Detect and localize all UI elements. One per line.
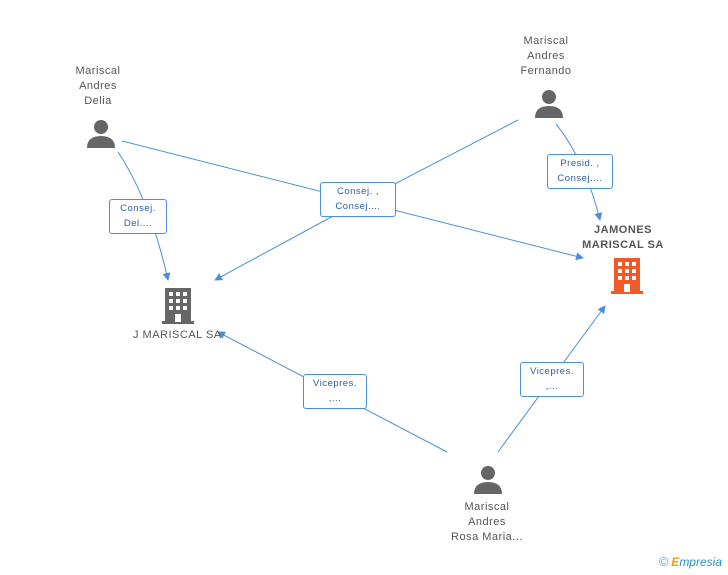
copyright-icon: © xyxy=(658,554,669,569)
person-label-rosa[interactable]: Mariscal Andres Rosa Maria... xyxy=(451,501,523,543)
person-icon[interactable] xyxy=(473,464,503,494)
person-icon[interactable] xyxy=(86,118,116,148)
edge-label-center[interactable]: Consej. , Consej.... xyxy=(320,182,396,217)
building-icon[interactable] xyxy=(162,288,194,324)
edge-label-rosa-jamones[interactable]: Vicepres. ,... xyxy=(520,362,584,397)
company-label-jamones[interactable]: JAMONES MARISCAL SA xyxy=(582,224,664,251)
edge-label-fernando-jamones[interactable]: Presid. , Consej.... xyxy=(547,154,613,189)
brand-logo[interactable]: ©Empresia xyxy=(658,554,722,569)
company-label-j-mariscal[interactable]: J MARISCAL SA xyxy=(133,329,222,341)
edge-label-rosa-j-mariscal[interactable]: Vicepres. ,... xyxy=(303,374,367,409)
person-label-fernando[interactable]: Mariscal Andres Fernando xyxy=(520,35,572,77)
person-label-delia[interactable]: Mariscal Andres Delia xyxy=(75,65,121,107)
building-icon-main[interactable] xyxy=(611,258,643,294)
person-icon[interactable] xyxy=(534,88,564,118)
edge-label-delia-j-mariscal[interactable]: Consej. Del.... xyxy=(109,199,167,234)
